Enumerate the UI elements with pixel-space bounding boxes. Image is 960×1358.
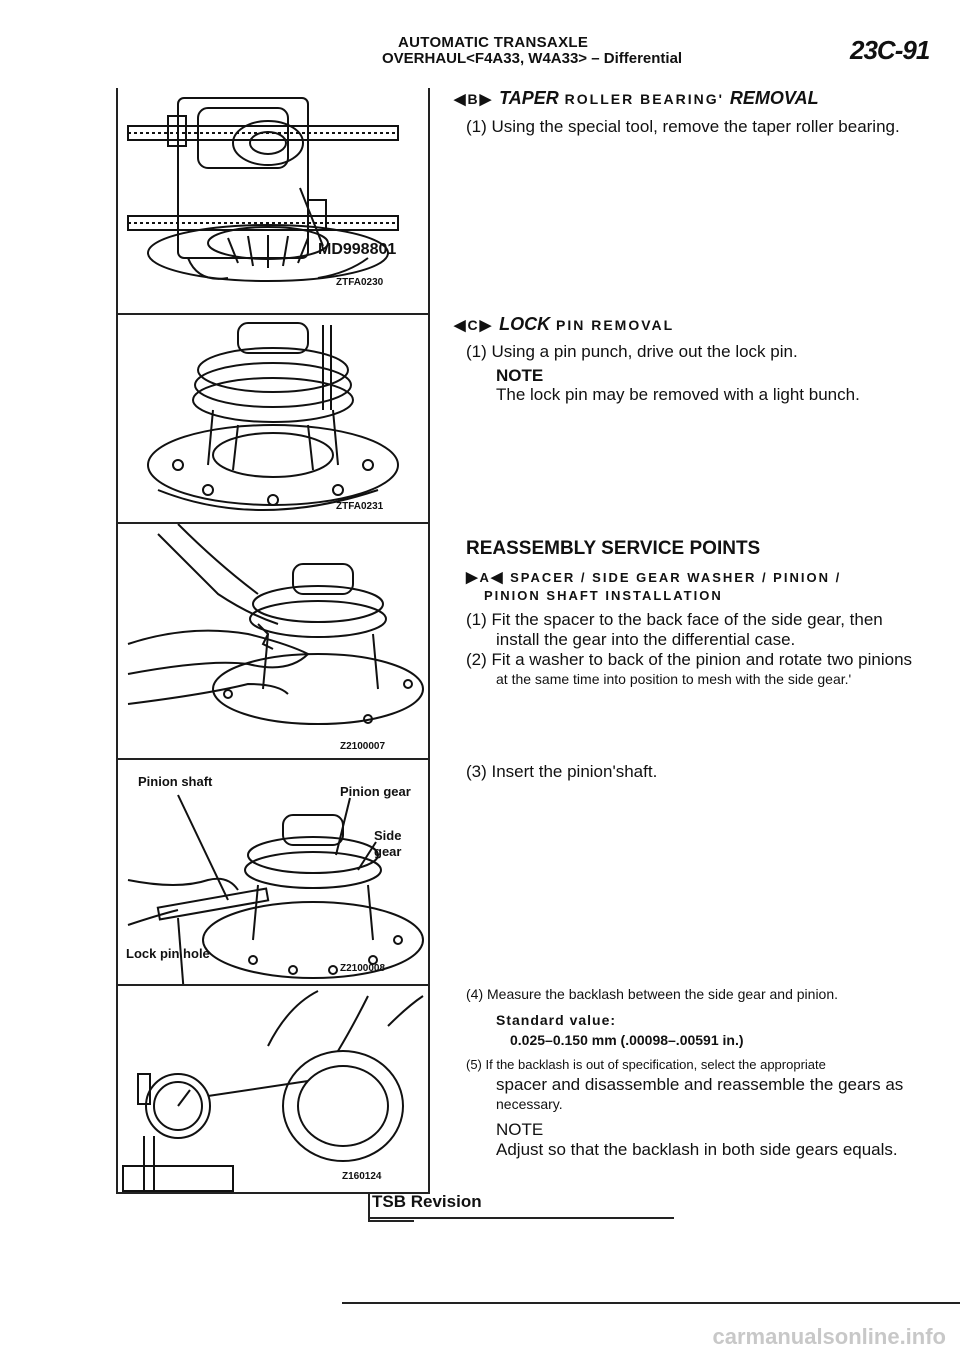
figure-bearing-puller: MD998801 ZTFA0230 [118, 88, 428, 315]
tsb-box [368, 1192, 414, 1222]
page-number: 23C-91 [850, 35, 930, 65]
pinion-shaft-illustration [127, 794, 424, 984]
note-label: NOTE [496, 366, 544, 385]
figure-backlash-measurement: Z160124 [118, 986, 428, 1194]
section-marker: C [467, 317, 480, 333]
step-text: (1) Using the special tool, remove the t… [466, 117, 900, 136]
tsb-text: TSB [372, 1192, 406, 1211]
header-subtitle: OVERHAUL<F4A33, W4A33> – Differential [382, 50, 683, 67]
step-text: (1) Using a pin punch, drive out the loc… [466, 342, 798, 361]
step-text: spacer and disassemble and reassemble th… [496, 1075, 904, 1094]
section-marker: A [479, 570, 491, 585]
section-title-part: SPACER / SIDE GEAR WASHER / PINION / [510, 570, 842, 585]
standard-value: 0.025–0.150 mm (.00098–.00591 in.) [510, 1032, 744, 1048]
arrow-left-icon: ◀ [454, 91, 468, 108]
section-title-part: REMOVAL [729, 88, 819, 108]
section-b-heading: ◀B▶ TAPER ROLLER BEARING' REMOVAL [454, 88, 819, 109]
tsb-underline [368, 1217, 674, 1219]
differential-case-illustration [147, 322, 399, 511]
watermark: carmanualsonline.info [712, 1324, 947, 1349]
arrow-right-icon: ▶ [479, 91, 494, 108]
step-text: at the same time into position to mesh w… [496, 671, 852, 687]
step-text: (2) Fit a washer to back of the pinion a… [466, 650, 913, 669]
figure-pinion-fitting: Z2100007 [118, 524, 428, 760]
backlash-measurement-illustration [122, 990, 424, 1192]
step-text: necessary. [496, 1096, 563, 1112]
revision-text: Revision [410, 1192, 482, 1211]
section-title-part: LOCK [499, 314, 551, 334]
label-side-gear-2: gear [374, 844, 402, 859]
arrow-right-icon: ▶ [479, 317, 494, 334]
figure-code: Z160124 [342, 1171, 382, 1182]
label-pinion-shaft: Pinion shaft [138, 774, 213, 789]
arrow-left-icon: ◀ [490, 569, 505, 586]
section-a-heading-line2: PINION SHAFT INSTALLATION [484, 588, 723, 603]
figure-pinion-shaft: Pinion shaft Pinion gear Side gear Lock … [118, 760, 428, 986]
standard-value-label: Standard value: [496, 1012, 617, 1028]
section-title-part: TAPER [499, 88, 559, 108]
step-text: (5) If the backlash is out of specificat… [466, 1057, 826, 1072]
bearing-puller-illustration [127, 97, 399, 282]
section-c-heading: ◀C▶ LOCK PIN REMOVAL [454, 314, 674, 335]
footer-rule [342, 1302, 960, 1304]
step-text: install the gear into the differential c… [496, 630, 796, 649]
figure-code: Z2100008 [340, 963, 386, 974]
arrow-left-icon: ◀ [454, 317, 468, 334]
label-pinion-gear: Pinion gear [340, 784, 411, 799]
special-tool-label: MD998801 [318, 241, 397, 258]
label-side-gear-1: Side [374, 828, 402, 843]
section-title-part: PIN REMOVAL [556, 317, 675, 333]
reassembly-heading: REASSEMBLY SERVICE POINTS [466, 538, 761, 559]
note-label: NOTE [496, 1120, 544, 1139]
step-text: (3) Insert the pinion'shaft. [466, 762, 658, 781]
step-text: (1) Fit the spacer to the back face of t… [466, 610, 883, 629]
figure-code: Z2100007 [340, 741, 386, 752]
section-marker: B [467, 91, 480, 107]
note-text: Adjust so that the backlash in both side… [496, 1140, 898, 1159]
figure-code: ZTFA0231 [336, 501, 384, 512]
tsb-label: TSB Revision [372, 1192, 482, 1212]
figure-differential-case: ZTFA0231 [118, 315, 428, 524]
figure-code: ZTFA0230 [336, 277, 384, 288]
note-text: The lock pin may be removed with a light… [496, 385, 860, 404]
label-lock-pin-hole: Lock pin hole [126, 946, 210, 961]
section-a-heading: ▶A◀ SPACER / SIDE GEAR WASHER / PINION / [466, 568, 841, 586]
figure-column: MD998801 ZTFA0230 ZTFA0231 [116, 88, 430, 1194]
step-text: (4) Measure the backlash between the sid… [466, 986, 839, 1002]
header-title: AUTOMATIC TRANSAXLE [398, 34, 589, 51]
section-title-part: ROLLER BEARING' [564, 91, 725, 107]
arrow-right-icon: ▶ [466, 569, 480, 586]
pinion-fitting-illustration [127, 524, 424, 725]
